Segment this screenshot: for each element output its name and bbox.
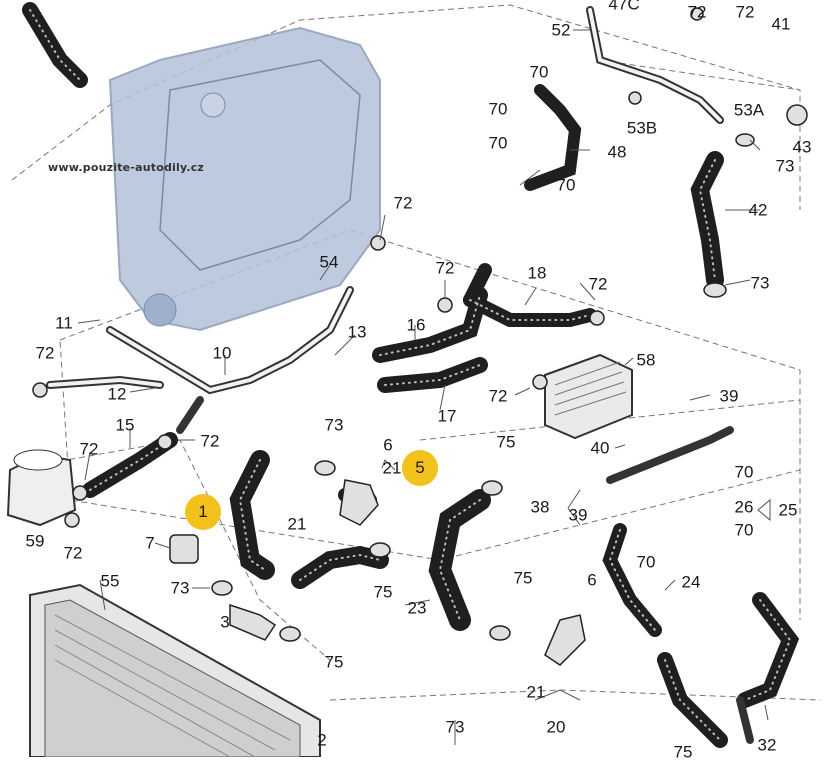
part-label: 15 — [115, 415, 135, 435]
part-label: 6 — [587, 570, 597, 590]
part-label: 42 — [748, 200, 768, 220]
part-label: 40 — [590, 438, 610, 458]
part-label: 16 — [406, 315, 426, 335]
part-label: 72 — [79, 439, 99, 459]
part-label: 70 — [556, 175, 576, 195]
part-label: 73 — [750, 273, 770, 293]
part-label: 11 — [55, 313, 73, 333]
part-label: 73 — [324, 415, 344, 435]
part-label: 52 — [551, 20, 571, 40]
part-label: 32 — [757, 735, 777, 755]
watermark-text: www.pouzite-autodily.cz — [48, 161, 205, 174]
part-label: 70 — [529, 62, 549, 82]
part-label: 72 — [35, 343, 55, 363]
part-label: 41 — [771, 14, 791, 34]
engine-block — [108, 26, 381, 332]
part-label: 55 — [100, 571, 120, 591]
part-label: 58 — [636, 350, 656, 370]
part-label: 10 — [212, 343, 232, 363]
callout-badge-1: 1 — [185, 494, 221, 530]
part-label: 72 — [488, 386, 508, 406]
part-label: 38 — [530, 497, 550, 517]
part-label: 3 — [220, 612, 230, 632]
part-label: 26 — [734, 497, 754, 517]
part-label: 73 — [775, 156, 795, 176]
radiator — [29, 583, 321, 758]
clamps — [32, 7, 808, 666]
part-label: 72 — [687, 2, 707, 22]
part-label: 25 — [778, 500, 798, 520]
part-label: 72 — [200, 431, 220, 451]
part-label: 70 — [488, 99, 508, 119]
part-label: 2 — [317, 730, 327, 750]
callout-badge-5: 5 — [402, 450, 438, 486]
oil-cooler — [544, 353, 633, 440]
part-label: 18 — [527, 263, 547, 283]
part-label: 21 — [382, 458, 402, 478]
part-label: 53B — [626, 118, 658, 138]
part-label: 21 — [287, 514, 307, 534]
part-label: 75 — [373, 582, 393, 602]
part-label: 53A — [733, 100, 765, 120]
part-label: 20 — [546, 717, 566, 737]
hose-dots — [29, 9, 792, 741]
part-label: 13 — [347, 322, 367, 342]
part-label: 75 — [324, 652, 344, 672]
part-label: 72 — [393, 193, 413, 213]
expansion-tank — [6, 449, 77, 527]
part-label: 70 — [488, 133, 508, 153]
part-label: 21 — [526, 682, 546, 702]
metal-pipe-highlights — [48, 8, 722, 393]
part-label: 24 — [681, 572, 701, 592]
part-label: 72 — [735, 2, 755, 22]
part-label: 47C — [608, 0, 640, 14]
part-label: 54 — [319, 252, 339, 272]
part-label: 75 — [513, 568, 533, 588]
part-label: 12 — [107, 384, 127, 404]
part-label: 39 — [719, 386, 739, 406]
part-label: 73 — [445, 717, 465, 737]
part-label: 59 — [25, 531, 45, 551]
part-label: 70 — [734, 520, 754, 540]
part-label: 39 — [568, 505, 588, 525]
part-label: 72 — [63, 543, 83, 563]
part-label: 7 — [145, 533, 155, 553]
part-label: 17 — [437, 406, 457, 426]
part-label: 73 — [170, 578, 190, 598]
part-label: 43 — [792, 137, 812, 157]
part-label: 48 — [607, 142, 627, 162]
part-label: 75 — [496, 432, 516, 452]
part-label: 72 — [435, 258, 455, 278]
part-label: 70 — [734, 462, 754, 482]
part-label: 72 — [588, 274, 608, 294]
part-label: 75 — [673, 742, 693, 762]
part-label: 6 — [383, 435, 393, 455]
part-label: 23 — [407, 598, 427, 618]
leader-lines — [77, 29, 771, 745]
part-label: 70 — [636, 552, 656, 572]
